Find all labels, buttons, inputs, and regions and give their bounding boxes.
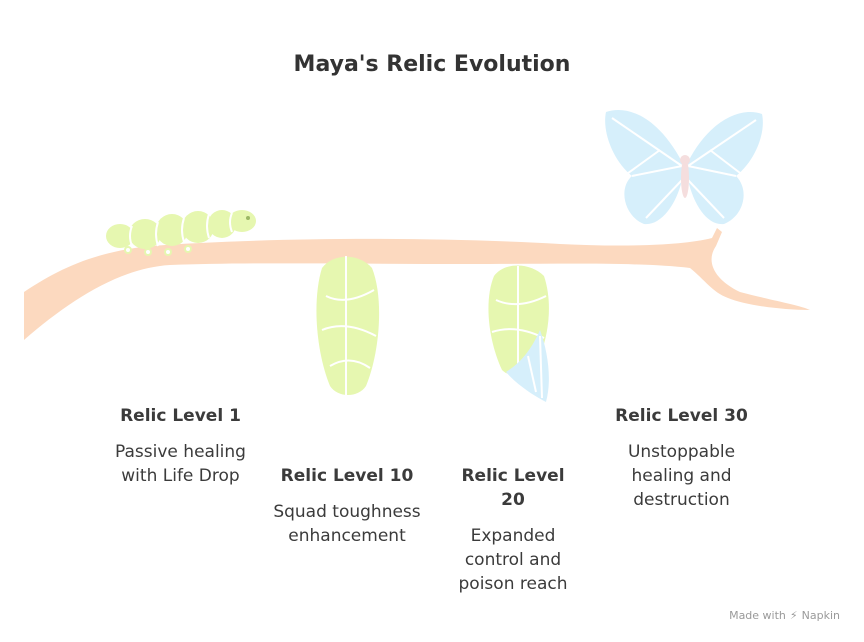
- emerging-chrysalis-icon: [488, 265, 549, 402]
- watermark-brand: Napkin: [801, 609, 840, 622]
- stage-level-label: Relic Level 10: [280, 466, 414, 486]
- napkin-logo-icon: ⚡: [789, 609, 798, 622]
- stage-description: Passive healing with Life Drop: [115, 442, 246, 486]
- stage-level-30: Relic Level 30 Unstoppable healing and d…: [614, 404, 749, 512]
- chrysalis-icon: [316, 256, 380, 396]
- stage-level-label: Relic Level 20: [461, 466, 565, 510]
- stage-level-label: Relic Level 1: [120, 406, 241, 426]
- stage-description: Expanded control and poison reach: [458, 526, 568, 594]
- stage-description: Unstoppable healing and destruction: [627, 442, 736, 510]
- stage-description: Squad toughness enhancement: [273, 502, 421, 546]
- stage-level-1: Relic Level 1 Passive healing with Life …: [108, 404, 253, 488]
- stage-level-label: Relic Level 30: [615, 406, 748, 426]
- stage-level-10: Relic Level 10 Squad toughness enhanceme…: [272, 464, 422, 548]
- branch: [24, 228, 810, 340]
- butterfly-icon: [605, 110, 763, 225]
- diagram-title: Maya's Relic Evolution: [293, 52, 571, 77]
- caterpillar-icon: [106, 210, 256, 256]
- watermark[interactable]: Made with ⚡ Napkin: [729, 609, 840, 622]
- watermark-prefix: Made with: [729, 609, 786, 622]
- stage-level-20: Relic Level 20 Expanded control and pois…: [449, 464, 577, 596]
